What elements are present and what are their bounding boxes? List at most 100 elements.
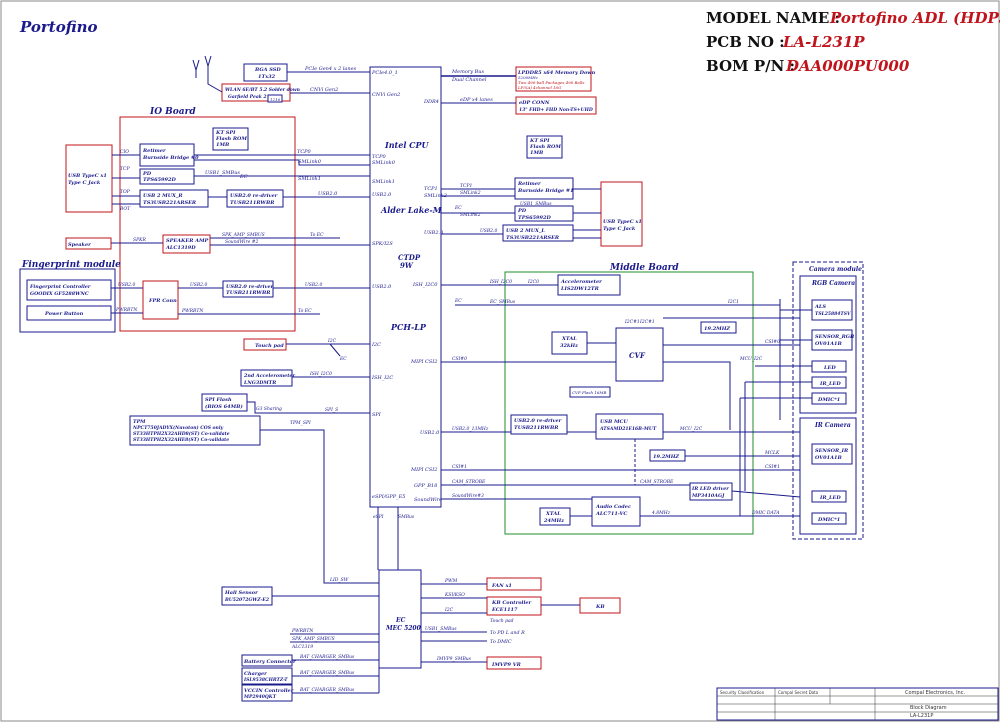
svg-text:13" FHD+ FHD Non-TS+UHD: 13" FHD+ FHD Non-TS+UHD	[519, 107, 593, 113]
kb-block: KB	[579, 597, 621, 614]
cpu-name: Intel CPU	[384, 140, 430, 150]
rgb-camera-label: RGB Camera	[811, 280, 855, 287]
svg-text:BAT_CHARGER_SMBus: BAT_CHARGER_SMBus	[299, 687, 355, 693]
usbc-left-block: USB TypeC x1 Type C Jack	[65, 144, 113, 213]
svg-text:SMLink0: SMLink0	[298, 159, 322, 165]
ir-led-driver-block: IR LED driver MP3410AGJ	[689, 482, 733, 501]
svg-text:PD: PD	[142, 171, 152, 177]
accel-2nd-block: 2nd Accelerometer LNG3DMTR	[240, 369, 295, 387]
svg-text:ALC711-VC: ALC711-VC	[595, 511, 627, 517]
svg-text:CNVi Gen2: CNVi Gen2	[372, 92, 400, 98]
svg-text:eSPI: eSPI	[373, 514, 384, 520]
svg-text:VCCIN Controller: VCCIN Controller	[244, 688, 294, 694]
svg-text:EC: EC	[339, 356, 347, 362]
cpu-ctdp: CTDP	[398, 253, 421, 262]
ir-led2-block: IR_LED	[811, 490, 847, 503]
svg-text:CSI#0: CSI#0	[765, 339, 780, 345]
svg-text:CNVi Gen2: CNVi Gen2	[310, 87, 338, 93]
svg-text:TS3USB221ARSER: TS3USB221ARSER	[506, 235, 559, 241]
svg-text:DMIC*1: DMIC*1	[817, 517, 840, 523]
svg-text:IR LED driver: IR LED driver	[691, 486, 729, 492]
pcb-value: LA-L231P	[782, 33, 865, 51]
svg-text:Battery Connector: Battery Connector	[243, 659, 296, 665]
usb2-mux-r-block: USB 2 MUX_R TS3USB221ARSER	[139, 189, 209, 208]
svg-text:Garfield Peak 2: Garfield Peak 2	[228, 94, 267, 100]
svg-text:USB2.0: USB2.0	[305, 282, 322, 288]
camera-module-label: Camera module	[809, 266, 862, 273]
cpu-family: Alder Lake-M	[380, 205, 443, 215]
svg-text:PWRBTN: PWRBTN	[181, 308, 204, 314]
svg-text:DDR4: DDR4	[423, 99, 439, 105]
svg-text:USB TypeC x1: USB TypeC x1	[68, 173, 107, 179]
svg-text:USB2.0: USB2.0	[420, 430, 440, 436]
svg-text:NPCT750JADYX(Nuvoton) COS only: NPCT750JADYX(Nuvoton) COS only	[132, 424, 224, 431]
svg-text:USB1_SMBus: USB1_SMBus	[205, 170, 240, 176]
antenna-icon	[192, 55, 223, 93]
svg-text:SMBus: SMBus	[398, 514, 415, 520]
svg-text:TPS65992D: TPS65992D	[143, 177, 176, 183]
svg-text:I2C: I2C	[371, 342, 381, 348]
svg-text:ALC1319D: ALC1319D	[165, 245, 196, 251]
svg-text:Audio Codec: Audio Codec	[595, 504, 631, 510]
svg-text:CVF Flash 16MB: CVF Flash 16MB	[572, 390, 607, 395]
svg-text:eSPI/GPP_E5: eSPI/GPP_E5	[372, 494, 405, 500]
svg-text:ISH_I2C0: ISH_I2C0	[489, 279, 512, 285]
svg-text:ALC1319: ALC1319	[291, 644, 313, 650]
svg-text:Charger: Charger	[244, 671, 267, 677]
spi-flash-block: SPI Flash (BIOS 64MB)	[201, 393, 248, 412]
svg-text:To PD L and R: To PD L and R	[490, 630, 525, 636]
svg-text:BOT: BOT	[119, 206, 131, 212]
svg-text:USB2.0 re-driver: USB2.0 re-driver	[226, 284, 274, 290]
led-block: LED	[811, 360, 847, 373]
svg-text:I2C1: I2C1	[727, 299, 739, 305]
tpm-block: TPM NPCT750JADYX(Nuvoton) COS only ST33H…	[129, 415, 261, 446]
ir-led-block: IR_LED	[811, 376, 847, 389]
svg-text:OV01A1B: OV01A1B	[815, 341, 842, 347]
retimer-1-block: Retimer Burnside Bridge #1	[514, 177, 574, 200]
svg-text:SPEAKER AMP: SPEAKER AMP	[166, 238, 209, 244]
svg-text:ALS: ALS	[814, 304, 826, 310]
svg-text:PWRBTN: PWRBTN	[115, 307, 138, 313]
svg-text:ISH_I2C0: ISH_I2C0	[309, 371, 332, 377]
svg-text:BAT_CHARGER_SMBus: BAT_CHARGER_SMBus	[299, 654, 355, 660]
svg-text:TPM_SPI: TPM_SPI	[290, 420, 311, 426]
touch-pad-block: Touch pad	[243, 338, 287, 351]
svg-text:KSI/KSO: KSI/KSO	[444, 592, 465, 598]
svg-text:CAM_STROBE: CAM_STROBE	[452, 479, 486, 485]
svg-text:1216: 1216	[270, 97, 281, 102]
svg-text:TUSB211RWBR: TUSB211RWBR	[514, 425, 558, 431]
svg-text:SoundWire#3: SoundWire#3	[452, 493, 484, 499]
svg-text:SPI Flash: SPI Flash	[205, 397, 232, 403]
svg-text:TUSB211RWBR: TUSB211RWBR	[230, 200, 274, 206]
cvf-block: CVF	[615, 327, 664, 382]
svg-text:ST33HTPH2X32AHD8(ST) Co-valida: ST33HTPH2X32AHD8(ST) Co-validate	[133, 430, 230, 437]
svg-text:SMLink1: SMLink1	[298, 176, 321, 182]
svg-text:24MHz: 24MHz	[543, 518, 564, 524]
vccin-block: VCCIN Controller MP2940QKT	[241, 684, 294, 702]
svg-text:MIPI CSI2: MIPI CSI2	[410, 359, 437, 365]
cpu-block: Intel CPU Alder Lake-M CTDP 9W PCH-LP PC…	[369, 66, 447, 508]
bom-value: DAA000PU000	[785, 57, 910, 75]
svg-text:USB2.0: USB2.0	[190, 282, 207, 288]
svg-text:EC: EC	[454, 205, 462, 211]
svg-text:Two 496-ball Packages 496 Ball: Two 496-ball Packages 496 Balls	[518, 80, 584, 85]
wlan-block: WLAN 6E/BT 5.2 Solder down Garfield Peak…	[221, 83, 300, 103]
audio-codec-block: Audio Codec ALC711-VC	[591, 496, 641, 527]
svg-text:KT SPI: KT SPI	[215, 130, 236, 136]
kb-controller-block: KB Controller ECE1117	[486, 596, 542, 616]
svg-text:To EC: To EC	[310, 232, 324, 238]
svg-text:Memory Bus: Memory Bus	[451, 69, 485, 75]
title-block: Security Classification Compal Secret Da…	[716, 687, 999, 721]
svg-text:SPKR: SPKR	[133, 237, 146, 243]
svg-text:eDP x4 lanes: eDP x4 lanes	[460, 97, 493, 103]
svg-text:TCP0: TCP0	[297, 149, 312, 155]
svg-text:Touch pad: Touch pad	[255, 343, 284, 349]
xtal-24-block: XTAL 24MHz	[539, 507, 571, 526]
io-board-region	[119, 116, 296, 332]
svg-text:GOODIX GF5288WNC: GOODIX GF5288WNC	[30, 291, 89, 297]
svg-text:ISH_I2C: ISH_I2C	[371, 375, 393, 381]
svg-text:EC: EC	[239, 174, 248, 180]
svg-text:SMLink2: SMLink2	[460, 190, 481, 196]
cvf-flash-block: CVF Flash 16MB	[569, 386, 611, 398]
svg-text:PCIe4.0_1: PCIe4.0_1	[371, 70, 398, 76]
